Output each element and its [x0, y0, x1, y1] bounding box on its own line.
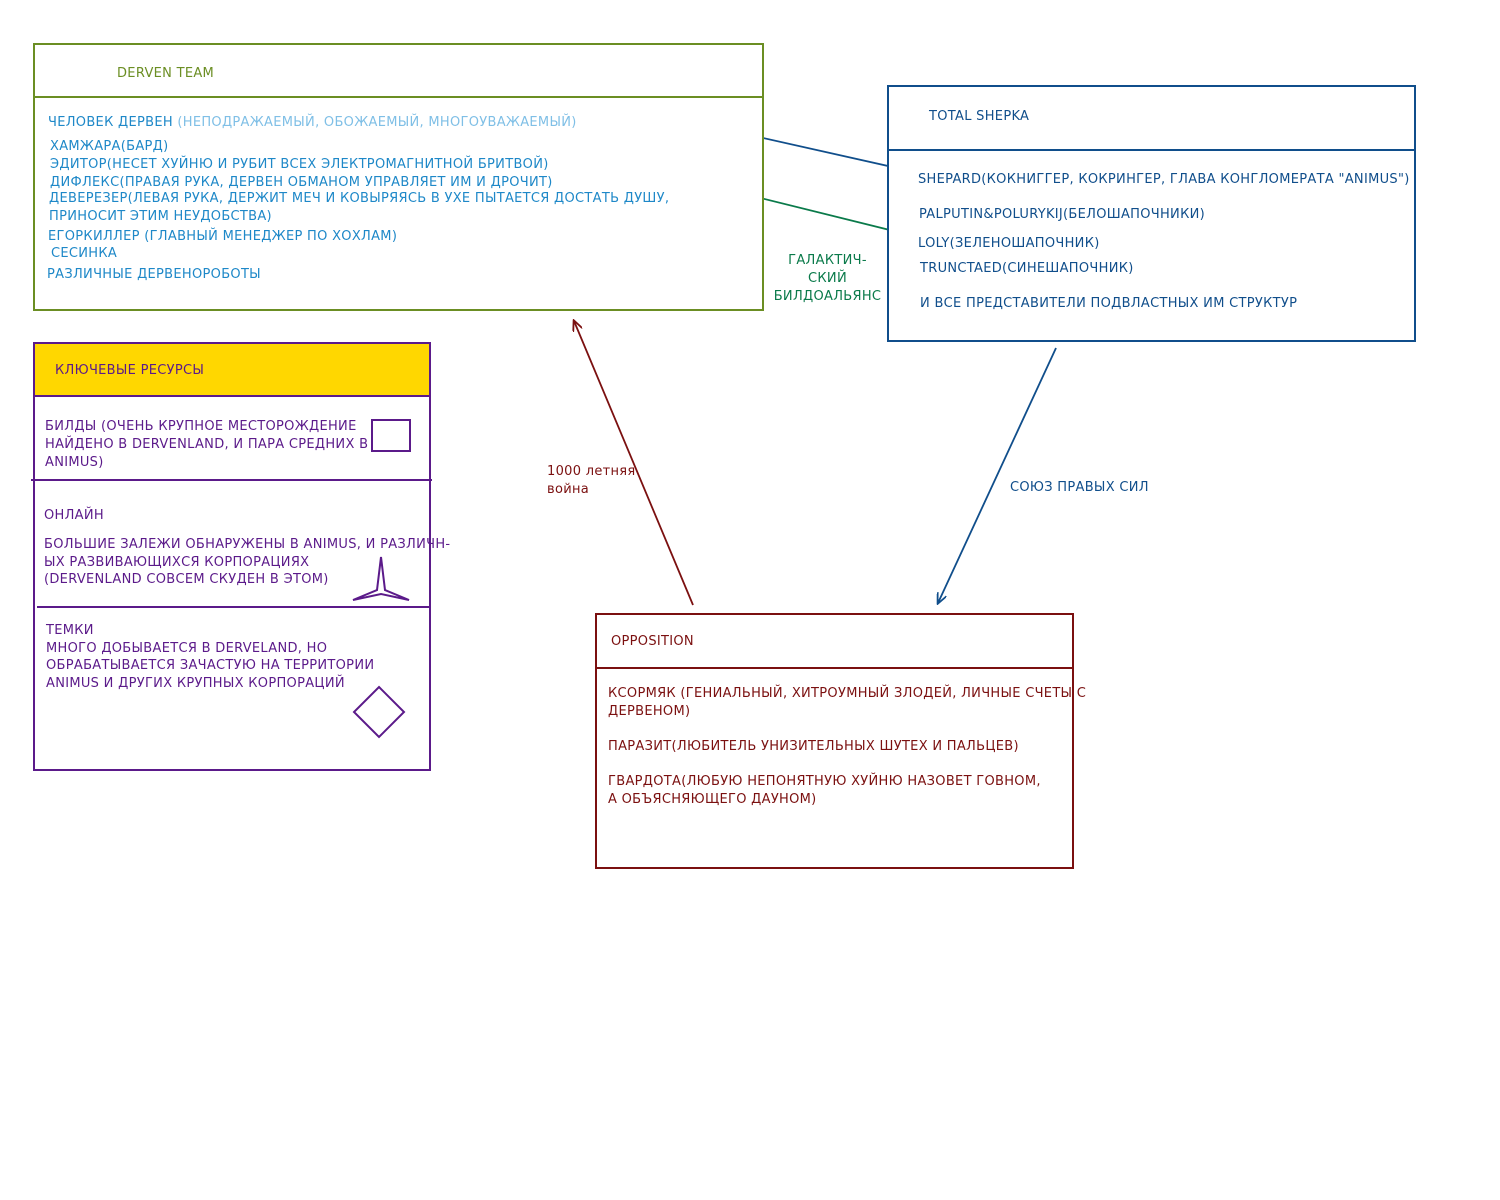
shepka-member: И ВСЕ ПРЕДСТАВИТЕЛИ ПОДВЛАСТНЫХ ИМ СТРУК…	[920, 296, 1298, 311]
diamond-icon	[352, 685, 406, 739]
galactic-alliance-label-line: БИЛДОАЛЬЯНС	[773, 289, 882, 304]
derven-team-header	[35, 45, 762, 98]
key-resources-title: КЛЮЧЕВЫЕ РЕСУРСЫ	[55, 363, 205, 378]
online-title: ОНЛАЙН	[44, 508, 104, 523]
total-shepka-box: TOTAL SHEPKA SHEPARD(КОКНИГГЕР, КОКРИНГЕ…	[887, 85, 1416, 342]
resources-divider	[31, 479, 432, 481]
war-label: 1000 летняя война	[547, 463, 636, 499]
square-icon	[371, 419, 411, 452]
temki-title: ТЕМКИ	[46, 623, 94, 638]
opposition-member: КСОРМЯК (ГЕНИАЛЬНЫЙ, ХИТРОУМНЫЙ ЗЛОДЕЙ, …	[608, 686, 1087, 701]
derven-member: ЭДИТОР(НЕСЕТ ХУЙНЮ И РУБИТ ВСЕХ ЭЛЕКТРОМ…	[50, 157, 549, 172]
opposition-title: OPPOSITION	[611, 634, 694, 649]
shepka-member: LOLY(ЗЕЛЕНОШАПОЧНИК)	[918, 236, 1100, 251]
temki-line: МНОГО ДОБЫВАЕТСЯ В DERVELAND, НО	[46, 641, 328, 656]
galactic-alliance-label-line: ГАЛАКТИЧ-СКИЙ	[788, 253, 867, 286]
online-line: БОЛЬШИЕ ЗАЛЕЖИ ОБНАРУЖЕНЫ В ANIMUS, И РА…	[44, 537, 451, 552]
shepka-member: TRUNCTAED(СИНЕШАПОЧНИК)	[920, 261, 1134, 276]
opposition-header	[597, 615, 1072, 669]
online-line: (DERVENLAND СОВСЕМ СКУДЕН В ЭТОМ)	[44, 572, 329, 587]
arrow-opposition-to-derven	[574, 321, 694, 606]
derven-member: ДИФЛЕКС(ПРАВАЯ РУКА, ДЕРВЕН ОБМАНОМ УПРА…	[50, 175, 553, 190]
derven-member: ДЕВЕРЕЗЕР(ЛЕВАЯ РУКА, ДЕРЖИТ МЕЧ И КОВЫР…	[49, 191, 670, 206]
opposition-box: OPPOSITION КСОРМЯК (ГЕНИАЛЬНЫЙ, ХИТРОУМН…	[595, 613, 1086, 869]
total-shepka-header	[889, 87, 1414, 151]
derven-member: ХАМЖАРА(БАРД)	[50, 139, 169, 154]
war-label-line: война	[547, 482, 590, 497]
key-resources-box: КЛЮЧЕВЫЕ РЕСУРСЫ БИЛДЫ (ОЧЕНЬ КРУПНОЕ МЕ…	[33, 342, 450, 771]
derven-team-box: DERVEN TEAM ЧЕЛОВЕК ДЕРВЕН (НЕПОДРАЖАЕМЫ…	[33, 43, 764, 311]
online-line: ЫХ РАЗВИВАЮЩИХСЯ КОРПОРАЦИЯХ	[44, 555, 310, 570]
builds-line: ANIMUS)	[45, 455, 104, 470]
derven-member: СЕСИНКА	[51, 246, 118, 261]
total-shepka-title: TOTAL SHEPKA	[929, 109, 1030, 124]
builds-line: БИЛДЫ (ОЧЕНЬ КРУПНОЕ МЕСТОРОЖДЕНИЕ	[45, 419, 357, 434]
opposition-member: ПАРАЗИТ(ЛЮБИТЕЛЬ УНИЗИТЕЛЬНЫХ ШУТЕХ И ПА…	[608, 739, 1019, 754]
derven-member: РАЗЛИЧНЫЕ ДЕРВЕНОРОБОТЫ	[47, 267, 261, 282]
opposition-member: ДЕРВЕНОМ)	[608, 704, 691, 719]
derven-leader-epithets: (НЕПОДРАЖАЕМЫЙ, ОБОЖАЕМЫЙ, МНОГОУВАЖАЕМЫ…	[177, 115, 577, 130]
derven-leader: ЧЕЛОВЕК ДЕРВЕН (НЕПОДРАЖАЕМЫЙ, ОБОЖАЕМЫЙ…	[48, 114, 577, 132]
opposition-member: ГВАРДОТА(ЛЮБУЮ НЕПОНЯТНУЮ ХУЙНЮ НАЗОВЕТ …	[608, 774, 1041, 789]
war-label-line: 1000 летняя	[547, 464, 636, 479]
key-resources-header	[35, 344, 429, 397]
temki-line: ОБРАБАТЫВАЕТСЯ ЗАЧАСТУЮ НА ТЕРРИТОРИИ	[46, 658, 375, 673]
derven-team-title: DERVEN TEAM	[117, 66, 215, 81]
arrow-shepka-to-opposition	[938, 347, 1057, 603]
derven-leader-name: ЧЕЛОВЕК ДЕРВЕН	[48, 115, 173, 130]
builds-line: НАЙДЕНО В DERVENLAND, И ПАРА СРЕДНИХ В	[45, 437, 369, 452]
opposition-member: А ОБЪЯСНЯЮЩЕГО ДАУНОМ)	[608, 792, 817, 807]
derven-member: ПРИНОСИТ ЭТИМ НЕУДОБСТВА)	[49, 209, 272, 224]
star-icon	[352, 556, 410, 601]
union-label: СОЮЗ ПРАВЫХ СИЛ	[1010, 480, 1149, 495]
resources-divider	[37, 606, 431, 608]
temki-line: ANIMUS И ДРУГИХ КРУПНЫХ КОРПОРАЦИЙ	[46, 676, 345, 691]
shepka-member: SHEPARD(КОКНИГГЕР, КОКРИНГЕР, ГЛАВА КОНГ…	[918, 172, 1410, 187]
galactic-alliance-label: ГАЛАКТИЧ-СКИЙ БИЛДОАЛЬЯНС	[770, 252, 885, 306]
derven-member: ЕГОРКИЛЛЕР (ГЛАВНЫЙ МЕНЕДЖЕР ПО ХОХЛАМ)	[48, 229, 398, 244]
shepka-member: PALPUTIN&POLURYKIJ(БЕЛОШАПОЧНИКИ)	[919, 207, 1206, 222]
